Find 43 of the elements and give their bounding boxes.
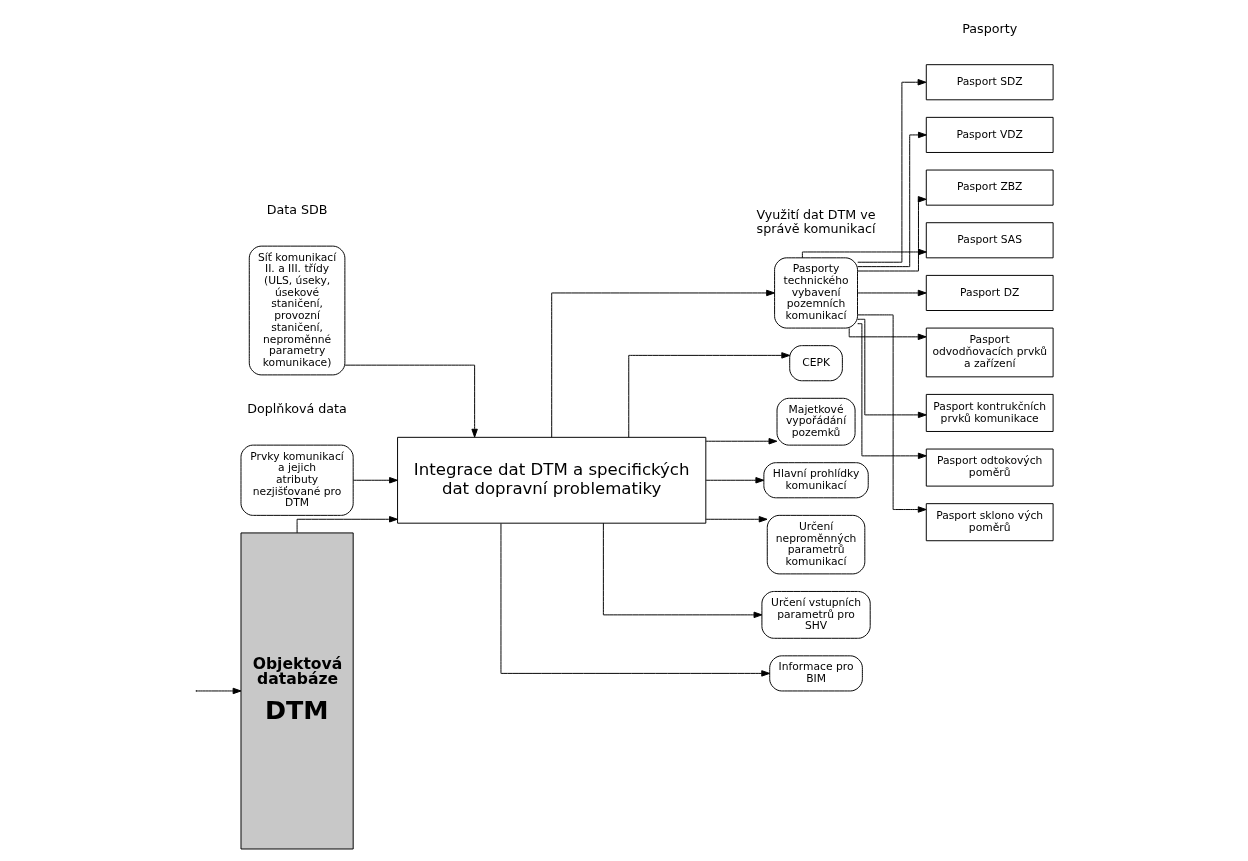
arrow	[856, 314, 927, 513]
arrow	[627, 352, 790, 438]
arrow	[344, 364, 478, 438]
label: Využití dat DTM ve správě komunikací	[756, 207, 876, 236]
node-box: Hlavní prohlídky komunikací	[762, 462, 869, 499]
node-box: CEPK	[788, 345, 843, 382]
node-box: Pasport odtokových poměrů	[925, 448, 1054, 487]
arrow	[848, 327, 926, 341]
arrow	[856, 318, 927, 419]
node-box: Pasport odvodňovacích prvků a zařízení	[925, 327, 1054, 378]
node-box: Objektová databáze DTM	[240, 532, 354, 850]
node-box: Pasport DZ	[925, 274, 1054, 311]
arrow	[856, 79, 926, 263]
node-box: Pasporty technického vybavení pozemních komunikací	[773, 257, 858, 329]
node-box: Prvky komunikací a jejich atributy nezjišťované pro DTM	[240, 444, 354, 516]
label: Data SDB	[266, 202, 327, 218]
label: Pasporty	[961, 20, 1017, 36]
node-box: Pasport kontrukčních prvků komunikace	[925, 393, 1054, 432]
arrow	[704, 438, 777, 445]
node-box: Pasport SDZ	[925, 64, 1054, 101]
arrow	[602, 522, 762, 619]
arrow	[195, 687, 241, 695]
node-box: Pasport ZBZ	[925, 169, 1054, 206]
arrow	[352, 477, 398, 484]
arrow	[550, 289, 775, 438]
node-box: Integrace dat DTM a specifických dat dopravní problematiky	[396, 436, 706, 524]
arrow	[801, 248, 927, 259]
arrow	[856, 196, 927, 272]
arrow	[704, 516, 767, 523]
node-box: Určení neproměnných parametrů komunikací	[766, 514, 865, 575]
arrow	[704, 477, 764, 484]
arrow	[856, 131, 927, 268]
node-box: Majetkové vypořádání pozemků	[776, 397, 856, 446]
arrow	[856, 289, 927, 297]
node-box: Pasport sklono vých poměrů	[925, 503, 1054, 542]
node-box: Pasport VDZ	[925, 116, 1054, 153]
arrow	[499, 523, 770, 677]
node-box: Pasport SAS	[925, 222, 1054, 259]
node-box: Informace pro BIM	[768, 655, 863, 692]
label: Doplňková data	[246, 401, 347, 417]
node-box: Určení vstupních parametrů pro SHV	[760, 590, 871, 639]
node-box: Síť komunikací II. a III. třídy (ULS, úseky, úsekové staničení, provozní staničení, neproměnné parametry komunikace)	[248, 245, 345, 376]
arrow	[856, 323, 927, 460]
